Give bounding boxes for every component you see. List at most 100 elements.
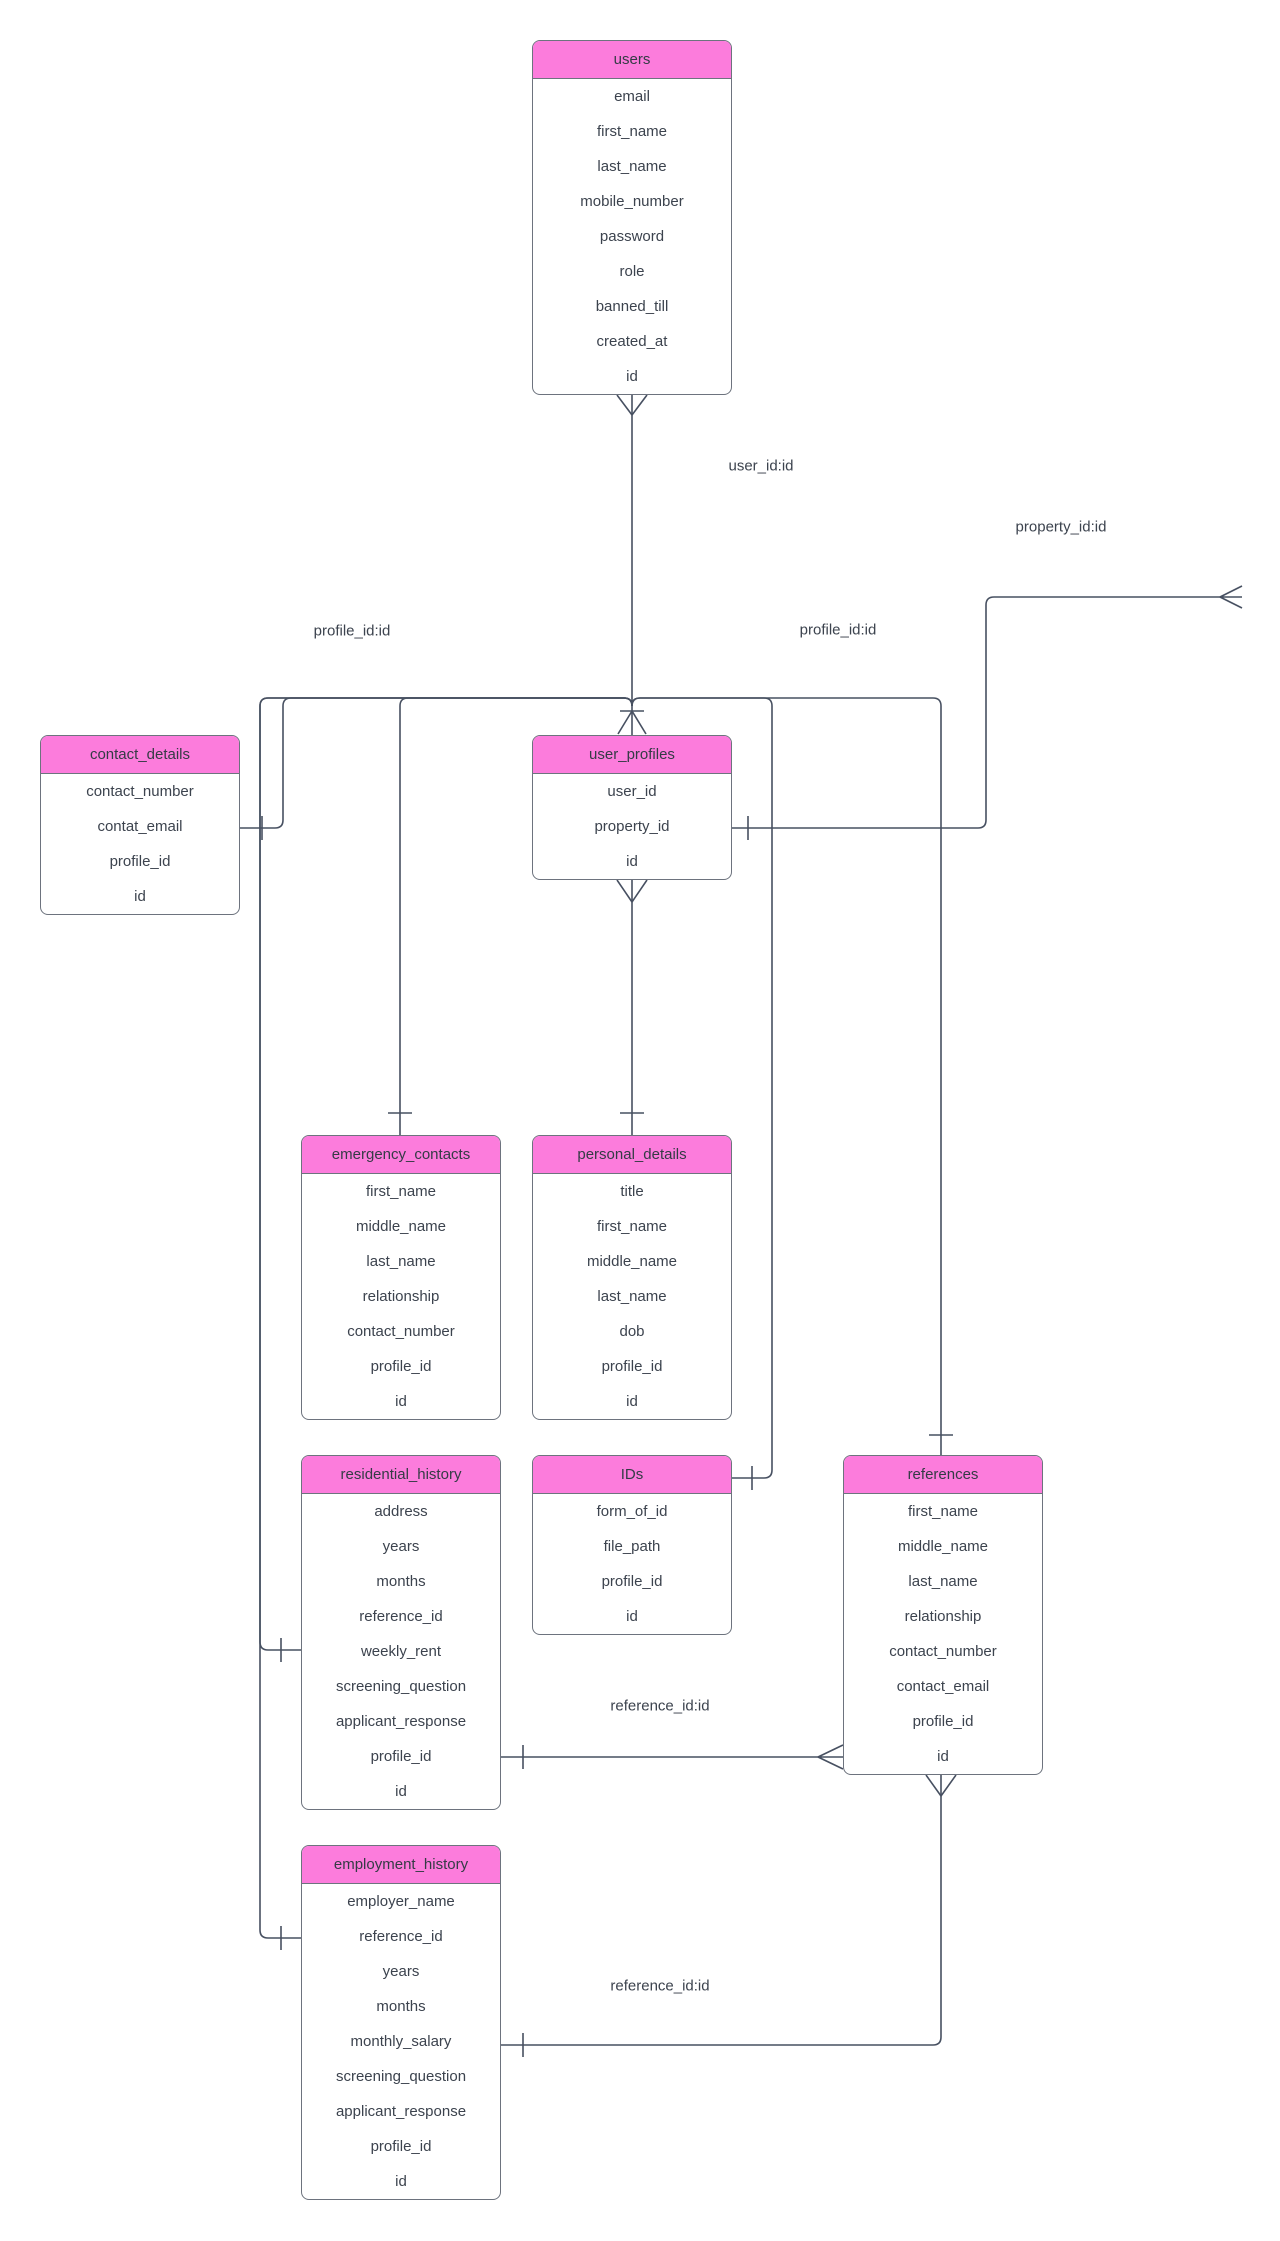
field-users-first_name: first_name — [596, 123, 668, 140]
field-IDs-profile_id: profile_id — [601, 1573, 663, 1590]
entity-title-personal_details: personal_details — [533, 1136, 731, 1174]
crow-foot-at-user_profiles — [616, 879, 648, 903]
crow-foot-at-user_profiles — [617, 710, 647, 735]
field-users-role: role — [619, 263, 645, 280]
field-contact_details-profile_id: profile_id — [109, 853, 171, 870]
field-residential_history-screening_question: screening_question — [335, 1678, 467, 1695]
field-users-mobile_number: mobile_number — [580, 193, 684, 210]
field-residential_history-address: address — [374, 1503, 428, 1520]
entity-references: references first_name middle_name last_name… — [843, 1455, 1043, 1775]
field-residential_history-id: id — [395, 1783, 407, 1800]
field-references-profile_id: profile_id — [912, 1713, 974, 1730]
connector-line — [732, 596, 1220, 829]
connector-employment_history-user_profiles — [259, 697, 633, 1950]
field-residential_history-weekly_rent: weekly_rent — [360, 1643, 442, 1660]
field-emergency_contacts-last_name: last_name — [366, 1253, 436, 1270]
field-personal_details-dob: dob — [619, 1323, 645, 1340]
field-emergency_contacts-profile_id: profile_id — [370, 1358, 432, 1375]
field-references-contact_email: contact_email — [896, 1678, 990, 1695]
field-user_profiles-user_id: user_id — [607, 783, 657, 800]
relationship-label-profile_id:id: profile_id:id — [799, 621, 877, 639]
field-references-first_name: first_name — [907, 1503, 979, 1520]
field-users-email: email — [614, 88, 650, 105]
entity-fields-emergency_contacts: first_name middle_name last_name relationsh… — [302, 1174, 500, 1419]
field-IDs-form_of_id: form_of_id — [596, 1503, 668, 1520]
entity-title-user_profiles: user_profiles — [533, 736, 731, 774]
field-personal_details-title: title — [620, 1183, 644, 1200]
field-personal_details-id: id — [626, 1393, 638, 1410]
field-references-id: id — [937, 1748, 949, 1765]
field-users-created_at: created_at — [596, 333, 668, 350]
field-personal_details-last_name: last_name — [597, 1288, 667, 1305]
field-contact_details-contat_email: contat_email — [97, 818, 183, 835]
field-employment_history-months: months — [376, 1998, 426, 2015]
field-users-last_name: last_name — [597, 158, 667, 175]
field-users-banned_till: banned_till — [595, 298, 669, 315]
entity-fields-residential_history: address years months reference_id weekly_ren… — [302, 1494, 500, 1809]
field-emergency_contacts-first_name: first_name — [365, 1183, 437, 1200]
field-references-last_name: last_name — [908, 1573, 978, 1590]
connector-employment_history-references — [501, 1774, 957, 2057]
connector-users-user_profiles — [616, 394, 648, 735]
entity-contact_details: contact_details contact_number contat_emai… — [40, 735, 240, 915]
field-user_profiles-property_id: property_id — [594, 818, 670, 835]
field-IDs-id: id — [626, 1608, 638, 1625]
connector-user_profiles-personal_details — [616, 879, 648, 1135]
connector-references-user_profiles — [631, 697, 953, 1455]
relationship-label-profile_id:id: profile_id:id — [313, 622, 391, 640]
field-emergency_contacts-relationship: relationship — [362, 1288, 440, 1305]
relationship-label-user_id:id: user_id:id — [728, 457, 794, 475]
field-residential_history-applicant_response: applicant_response — [335, 1713, 467, 1730]
field-users-password: password — [599, 228, 665, 245]
field-employment_history-reference_id: reference_id — [359, 1928, 443, 1945]
field-personal_details-profile_id: profile_id — [601, 1358, 663, 1375]
connector-residential_history-references — [501, 1744, 844, 1770]
field-user_profiles-id: id — [626, 853, 638, 870]
field-residential_history-months: months — [376, 1573, 426, 1590]
field-IDs-file_path: file_path — [603, 1538, 661, 1555]
field-personal_details-first_name: first_name — [596, 1218, 668, 1235]
entity-title-contact_details: contact_details — [41, 736, 239, 774]
crow-foot-at-references — [817, 1744, 844, 1770]
field-contact_details-id: id — [134, 888, 146, 905]
entity-title-residential_history: residential_history — [302, 1456, 500, 1494]
relationship-label-reference_id:id: reference_id:id — [610, 1977, 710, 1995]
field-emergency_contacts-middle_name: middle_name — [355, 1218, 447, 1235]
field-employment_history-id: id — [395, 2173, 407, 2190]
entity-title-users: users — [533, 41, 731, 79]
field-residential_history-years: years — [382, 1538, 420, 1555]
field-residential_history-reference_id: reference_id — [359, 1608, 443, 1625]
entity-title-employment_history: employment_history — [302, 1846, 500, 1884]
field-employment_history-profile_id: profile_id — [370, 2138, 432, 2155]
field-contact_details-contact_number: contact_number — [86, 783, 194, 800]
field-references-relationship: relationship — [904, 1608, 982, 1625]
relationship-label-property_id:id: property_id:id — [1015, 518, 1107, 536]
field-employment_history-monthly_salary: monthly_salary — [350, 2033, 452, 2050]
relationship-label-reference_id:id: reference_id:id — [610, 1697, 710, 1715]
entity-fields-references: first_name middle_name last_name relationsh… — [844, 1494, 1042, 1774]
crow-foot-at-users — [616, 394, 648, 416]
field-emergency_contacts-id: id — [395, 1393, 407, 1410]
entity-users: users email first_name last_name mobile_numb… — [532, 40, 732, 395]
entity-title-references: references — [844, 1456, 1042, 1494]
field-references-contact_number: contact_number — [889, 1643, 997, 1660]
entity-title-IDs: IDs — [533, 1456, 731, 1494]
field-employment_history-applicant_response: applicant_response — [335, 2103, 467, 2120]
field-personal_details-middle_name: middle_name — [586, 1253, 678, 1270]
field-emergency_contacts-contact_number: contact_number — [347, 1323, 455, 1340]
field-references-middle_name: middle_name — [897, 1538, 989, 1555]
connector-line — [631, 697, 942, 1455]
